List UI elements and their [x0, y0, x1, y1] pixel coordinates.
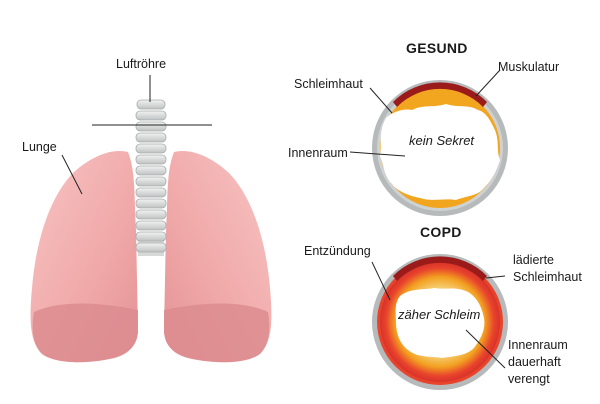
copd-inner-text: zäher Schleim [398, 307, 481, 322]
trachea-ring [135, 132, 167, 143]
lung-label: Lunge [22, 140, 57, 154]
damaged-mucosa-label-line1: lädierte [513, 253, 554, 267]
healthy-lumen-leader [349, 151, 406, 157]
damaged-mucosa-label-line2: Schleimhaut [513, 270, 582, 284]
trachea-ring [135, 209, 167, 220]
healthy-mucosa-leader [369, 87, 393, 114]
right-lung [164, 150, 272, 363]
copd-lumen-leader [465, 329, 506, 369]
trachea-label: Luftröhre [116, 57, 167, 71]
healthy-mucosa-label: Schleimhaut [294, 77, 363, 91]
trachea [135, 99, 167, 256]
lung-leader [61, 154, 83, 195]
trachea-ring [135, 231, 167, 242]
copd-bronchus-section [372, 254, 508, 390]
healthy-heading: GESUND [406, 40, 468, 56]
inflammation-label: Entzündung [304, 244, 371, 258]
copd-lumen-label-line2: dauerhaft [508, 355, 561, 369]
trachea-ring [135, 154, 167, 165]
trachea-ring [135, 176, 167, 187]
left-lung [30, 150, 138, 363]
trachea-ring [136, 99, 166, 110]
trachea-ring [135, 242, 167, 253]
trachea-ring [135, 165, 167, 176]
healthy-muscle-label: Muskulatur [498, 60, 560, 74]
healthy-muscle-leader [475, 69, 501, 97]
trachea-ring [135, 143, 167, 154]
copd-heading: COPD [420, 224, 462, 240]
healthy-lumen-label: Innenraum [288, 146, 348, 160]
damaged-mucosa-leader [485, 275, 506, 279]
copd-lumen-label-line3: verengt [508, 372, 550, 386]
trachea-ring [135, 198, 167, 209]
healthy-inner-text: kein Sekret [409, 133, 475, 148]
trachea-ring [135, 187, 167, 198]
trachea-ring [135, 110, 167, 121]
trachea-ring [135, 121, 167, 132]
inflammation-leader [371, 261, 391, 301]
trachea-ring [135, 220, 167, 231]
copd-lumen-label-line1: Innenraum [508, 338, 568, 352]
healthy-bronchus-section [372, 80, 508, 216]
